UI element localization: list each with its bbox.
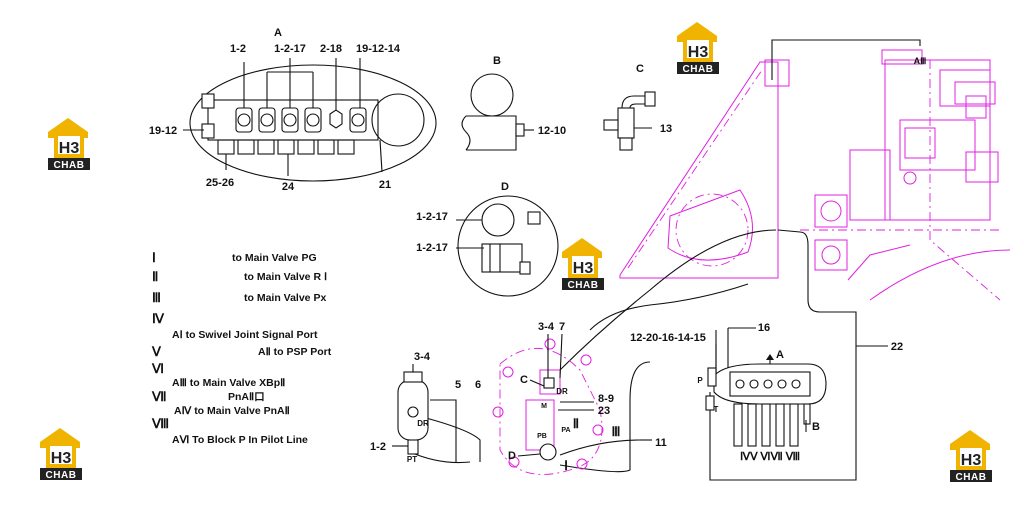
watermark-logo: H3 CHAB — [950, 430, 992, 483]
svg-text:Ⅵ: Ⅵ — [151, 361, 164, 376]
svg-text:CHAB: CHAB — [956, 472, 987, 483]
machine-outline: AⅢ — [619, 49, 1011, 301]
pilot-pump: 3-4 DR PT 1-2 5 6 — [370, 351, 481, 464]
label-1-2-bottom: 1-2 — [370, 441, 386, 453]
svg-text:Ⅳ: Ⅳ — [152, 311, 165, 326]
label-a-main: A — [776, 349, 784, 361]
detail-c: C 13 — [603, 63, 672, 151]
pump-flange: 3-4 7 C DR M 8-9 23 Ⅱ Ⅲ Ⅰ D PB PA — [492, 321, 621, 475]
label-12-10: 12-10 — [538, 125, 566, 137]
svg-text:AⅣ to Main Valve PnAⅡ: AⅣ to Main Valve PnAⅡ — [174, 405, 290, 417]
svg-text:CHAB: CHAB — [54, 160, 85, 171]
svg-text:AⅡ to PSP Port: AⅡ to PSP Port — [258, 346, 332, 358]
watermark-logo: H3 CHAB — [562, 238, 604, 291]
svg-text:Ⅴ: Ⅴ — [151, 344, 162, 359]
svg-text:6: 6 — [475, 379, 481, 391]
label-2-18: 2-18 — [320, 43, 342, 55]
label-21: 21 — [379, 179, 391, 191]
svg-text:H3: H3 — [573, 260, 594, 277]
svg-text:PnAⅡ口: PnAⅡ口 — [228, 391, 265, 403]
label-11: 11 — [655, 437, 667, 449]
watermark-logo: H3 CHAB — [40, 428, 82, 481]
svg-text:Ⅷ: Ⅷ — [151, 416, 169, 431]
svg-text:H3: H3 — [961, 452, 982, 469]
svg-text:Ⅶ: Ⅶ — [151, 389, 167, 404]
svg-text:8-9: 8-9 — [598, 393, 614, 405]
svg-text:to Main Valve Px: to Main Valve Px — [244, 292, 326, 304]
svg-text:M: M — [541, 403, 547, 410]
pilot-lines — [409, 39, 921, 481]
label-3-4-mid: 3-4 — [538, 321, 555, 333]
svg-text:23: 23 — [598, 405, 610, 417]
label-12-20-16-14-15: 12-20-16-14-15 — [630, 332, 706, 344]
svg-text:to Main Valve R Ⅰ: to Main Valve R Ⅰ — [244, 271, 327, 283]
label-1-2-17: 1-2-17 — [274, 43, 306, 55]
svg-text:DR: DR — [556, 387, 568, 396]
watermark-logo: H3 CHAB — [677, 22, 719, 75]
label-22: 22 — [891, 341, 903, 353]
label-19-12: 19-12 — [149, 125, 177, 137]
svg-text:PA: PA — [561, 427, 570, 434]
svg-text:AⅥ To Block P In Pilot Line: AⅥ To Block P In Pilot Line — [172, 434, 308, 446]
svg-text:Ⅱ: Ⅱ — [152, 269, 158, 284]
svg-text:Ⅲ: Ⅲ — [152, 290, 161, 305]
detail-d: D 1-2-17 1-2-17 — [416, 181, 559, 297]
label-24: 24 — [282, 181, 295, 193]
svg-text:CHAB: CHAB — [568, 280, 599, 291]
detail-b: B 12-10 — [461, 55, 566, 151]
detail-d-title: D — [501, 181, 509, 193]
label-d-1-2-17-a: 1-2-17 — [416, 211, 448, 223]
svg-text:AⅢ to Main Valve XBpⅡ: AⅢ to Main Valve XBpⅡ — [172, 377, 285, 389]
svg-text:D: D — [508, 450, 516, 462]
svg-text:Ⅲ: Ⅲ — [612, 424, 621, 439]
label-13: 13 — [660, 123, 672, 135]
label-16: 16 — [758, 322, 770, 334]
svg-text:Ⅱ: Ⅱ — [573, 416, 579, 431]
svg-text:to Main Valve PG: to Main Valve PG — [232, 252, 317, 264]
label-19-12-14: 19-12-14 — [356, 43, 401, 55]
detail-c-title: C — [636, 63, 644, 75]
svg-text:T: T — [714, 405, 719, 414]
fitting-row — [201, 93, 367, 139]
svg-text:PT: PT — [407, 455, 417, 464]
svg-text:CHAB: CHAB — [683, 64, 714, 75]
svg-text:AⅠ to Swivel Joint Signal Port: AⅠ to Swivel Joint Signal Port — [172, 329, 318, 341]
label-aiii: AⅢ — [914, 56, 927, 66]
svg-text:Ⅰ: Ⅰ — [152, 250, 156, 265]
svg-text:P: P — [697, 376, 703, 385]
watermark-logo: H3 CHAB — [48, 118, 90, 171]
label-3-4-left: 3-4 — [414, 351, 431, 363]
svg-text:ⅣⅤ ⅥⅦ Ⅷ: ⅣⅤ ⅥⅦ Ⅷ — [740, 451, 800, 463]
detail-a: A — [149, 27, 437, 193]
label-d-1-2-17-b: 1-2-17 — [416, 242, 448, 254]
svg-text:Ⅰ: Ⅰ — [564, 458, 568, 473]
svg-text:H3: H3 — [59, 140, 80, 157]
svg-text:H3: H3 — [51, 450, 72, 467]
label-25-26: 25-26 — [206, 177, 234, 189]
svg-text:PB: PB — [537, 433, 547, 440]
label-1-2: 1-2 — [230, 43, 246, 55]
svg-text:CHAB: CHAB — [46, 470, 77, 481]
label-b-main: B — [812, 421, 820, 433]
pilot-manifold: P T A B ⅣⅤ ⅥⅦ Ⅷ 12-20-16-14-15 16 22 — [630, 322, 903, 463]
legend: Ⅰ to Main Valve PG Ⅱ to Main Valve R Ⅰ Ⅲ… — [151, 250, 332, 446]
label-7: 7 — [559, 321, 565, 333]
detail-a-title: A — [274, 27, 282, 39]
svg-text:5: 5 — [455, 379, 461, 391]
svg-text:H3: H3 — [688, 44, 709, 61]
svg-text:C: C — [520, 374, 528, 386]
svg-text:DR: DR — [417, 419, 429, 428]
detail-b-title: B — [493, 55, 501, 67]
